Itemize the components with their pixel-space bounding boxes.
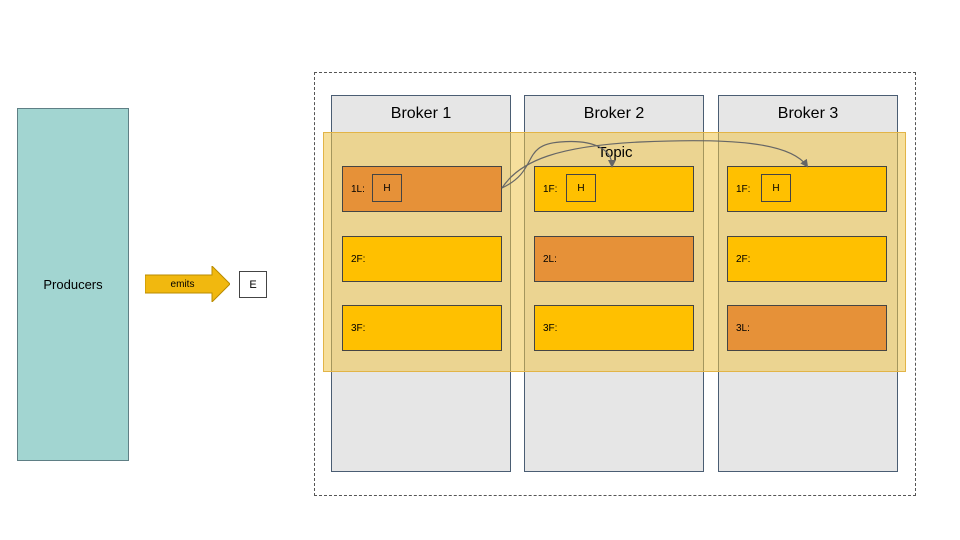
partition-label: 2L: xyxy=(543,253,557,265)
partition-label: 1F: xyxy=(543,183,558,195)
partition-label: 1L: xyxy=(351,183,365,195)
partition-b3-p1: 1F: H xyxy=(727,166,887,212)
partition-b1-p1: 1L: H xyxy=(342,166,502,212)
partition-label: 3F: xyxy=(351,322,366,334)
broker-1-title: Broker 1 xyxy=(390,105,452,122)
partition-label: 1F: xyxy=(736,183,751,195)
broker-3-title: Broker 3 xyxy=(777,105,839,122)
topic-label: Topic xyxy=(597,143,633,161)
cluster-boundary xyxy=(314,72,916,496)
partition-label: 2F: xyxy=(736,253,751,265)
head-marker: H xyxy=(372,174,402,202)
producers-label: Producers xyxy=(43,277,103,292)
partition-label: 3L: xyxy=(736,322,750,334)
broker-2-title: Broker 2 xyxy=(583,105,645,122)
partition-b2-p3: 3F: xyxy=(534,305,694,351)
event-label: E xyxy=(249,278,257,291)
emits-label: emits xyxy=(170,278,195,290)
partition-b3-p3: 3L: xyxy=(727,305,887,351)
partition-b1-p2: 2F: xyxy=(342,236,502,282)
partition-label: 2F: xyxy=(351,253,366,265)
partition-b3-p2: 2F: xyxy=(727,236,887,282)
partition-b1-p3: 3F: xyxy=(342,305,502,351)
emits-arrow xyxy=(145,266,230,302)
head-marker: H xyxy=(761,174,791,202)
head-marker: H xyxy=(566,174,596,202)
partition-b2-p2: 2L: xyxy=(534,236,694,282)
partition-b2-p1: 1F: H xyxy=(534,166,694,212)
partition-label: 3F: xyxy=(543,322,558,334)
event-box: E xyxy=(239,271,267,298)
producers-box: Producers xyxy=(17,108,129,461)
